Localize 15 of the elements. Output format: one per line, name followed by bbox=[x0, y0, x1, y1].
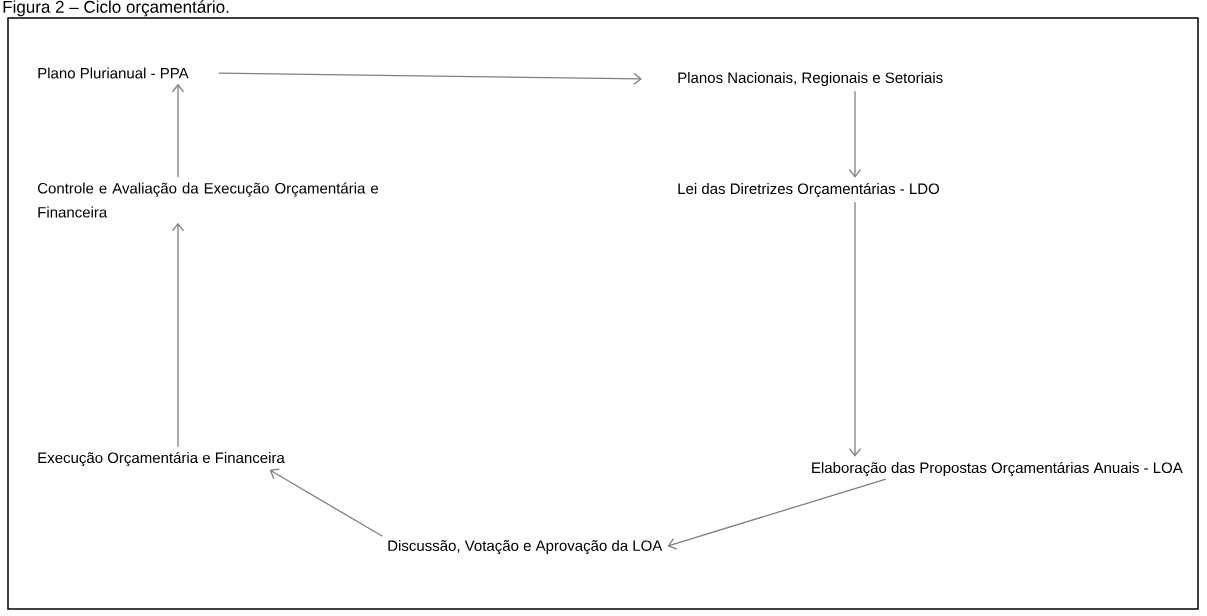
process-text: Controle e Avaliação da Execução Orçamentária e Financeira bbox=[37, 182, 379, 218]
process-text: Plano Plurianual - PPA bbox=[38, 67, 189, 79]
process-text: Lei das Diretrizes Orçamentárias - LDO bbox=[678, 182, 940, 198]
process-text: Execução Orçamentária e Financeira bbox=[38, 451, 285, 467]
arrow bbox=[848, 90, 862, 178]
arrow bbox=[171, 222, 185, 448]
figure-title: Figura 2 – Ciclo orçamentário. bbox=[3, 0, 229, 17]
arrow bbox=[218, 72, 642, 85]
process-text: Planos Nacionais, Regionais e Setoriais bbox=[678, 72, 943, 86]
process-text: Discussão, Votação e Aprovação da LOA bbox=[388, 540, 663, 555]
arrow bbox=[667, 478, 887, 550]
arrow bbox=[269, 468, 384, 537]
arrow bbox=[848, 201, 862, 457]
process-text: Elaboração das Propostas Orçamentárias Anuais - LOA bbox=[812, 461, 1183, 477]
arrow bbox=[171, 83, 185, 178]
